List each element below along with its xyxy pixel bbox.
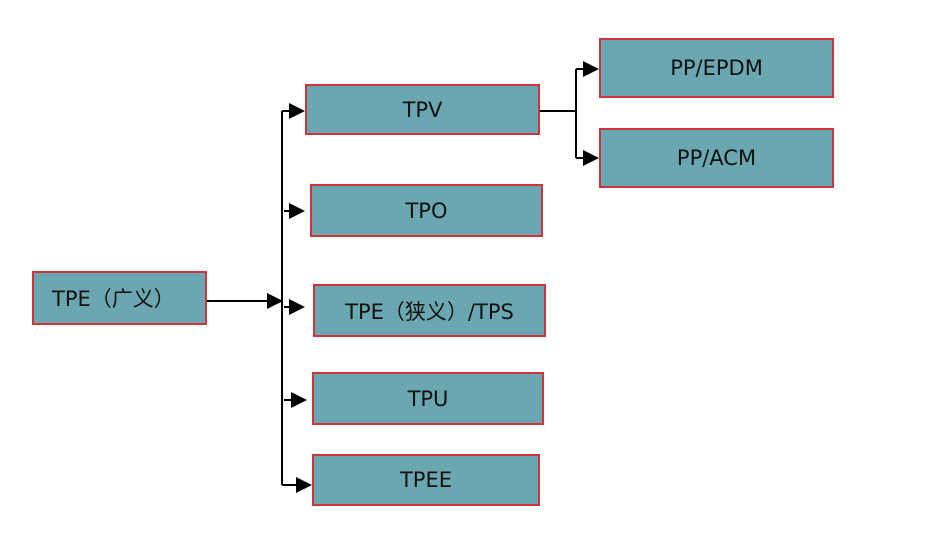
- node-tpee: TPEE: [312, 454, 540, 506]
- node-pp-epdm: PP/EPDM: [599, 38, 834, 98]
- node-tpe-narrow-tps: TPE（狭义）/TPS: [313, 284, 546, 337]
- node-tpv: TPV: [305, 84, 540, 135]
- node-tpo: TPO: [310, 184, 543, 237]
- node-pp-acm: PP/ACM: [599, 128, 834, 188]
- node-tpu: TPU: [312, 372, 544, 425]
- node-tpe-broad: TPE（广义）: [32, 271, 207, 325]
